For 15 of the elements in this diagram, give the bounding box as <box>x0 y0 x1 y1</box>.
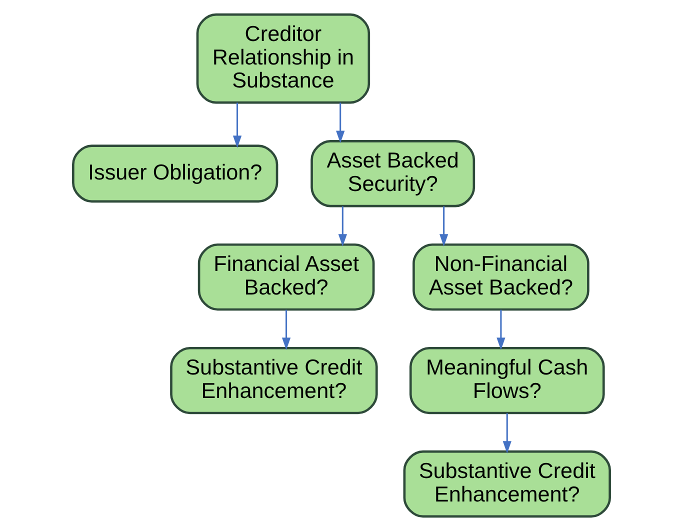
arrow <box>336 102 345 144</box>
arrow <box>502 413 512 454</box>
node-box: Meaningful Cash Flows? <box>409 346 605 414</box>
node-box: Issuer Obligation? <box>72 144 278 203</box>
node-box: Substantive Credit Enhancement? <box>403 450 611 518</box>
arrow <box>282 310 291 350</box>
arrow <box>338 206 347 247</box>
node-box: Creditor Relationship in Substance <box>196 13 370 104</box>
node-box: Substantive Credit Enhancement? <box>170 346 378 414</box>
arrow <box>232 102 242 148</box>
arrow <box>439 206 448 247</box>
arrow <box>496 310 506 350</box>
node-box: Financial Asset Backed? <box>198 244 375 311</box>
node-box: Asset Backed Security? <box>310 140 476 208</box>
node-box: Non-Financial Asset Backed? <box>412 244 590 311</box>
